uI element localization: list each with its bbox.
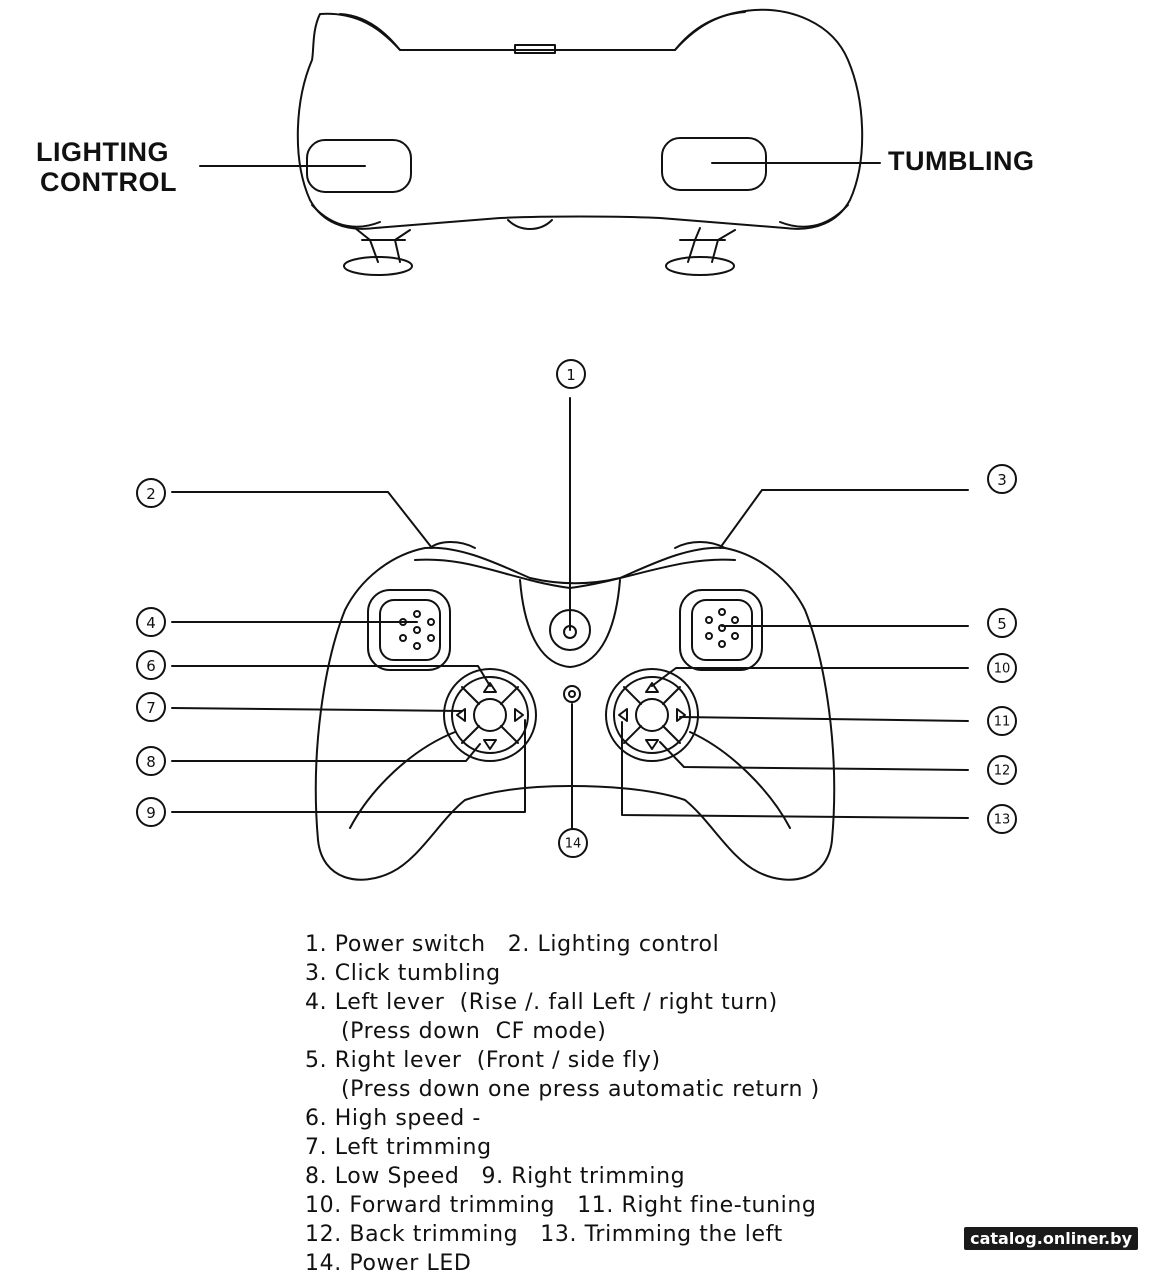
controller-top-view xyxy=(199,8,881,276)
left-fine-tune-arrow-icon xyxy=(618,708,628,722)
controller-diagram: 1 2 3 4 5 6 10 7 11 8 12 9 13 14 xyxy=(136,8,1017,881)
leader-lines xyxy=(171,397,969,829)
callout-7: 7 xyxy=(146,699,156,717)
callout-13: 13 xyxy=(994,813,1011,828)
legend-text: 2. Lighting control xyxy=(507,932,720,957)
callout-markers xyxy=(136,359,1017,858)
legend-text: 12. Back trimming xyxy=(305,1222,519,1247)
legend-item: 14. Power LED xyxy=(305,1249,945,1278)
legend-text: 1. Power switch xyxy=(305,932,486,957)
legend-item: 6. High speed - xyxy=(305,1104,945,1133)
callout-9: 9 xyxy=(146,804,156,822)
callout-1: 1 xyxy=(566,366,576,384)
legend-item: 4. Left lever (Rise /. fall Left / right… xyxy=(305,988,945,1017)
legend-text: (Press down CF mode) xyxy=(341,1019,607,1044)
legend-text: 4. Left lever (Rise /. fall Left / right… xyxy=(305,990,778,1015)
legend-text: (Press down one press automatic return ) xyxy=(341,1077,820,1102)
legend-item: 12. Back trimming 13. Trimming the left xyxy=(305,1220,945,1249)
callout-10: 10 xyxy=(994,662,1011,677)
top-left-stick xyxy=(343,227,413,276)
right-trim-arrow-icon xyxy=(514,708,524,722)
legend-text: 9. Right trimming xyxy=(481,1164,686,1189)
legend-item: 5. Right lever (Front / side fly) xyxy=(305,1046,945,1075)
callout-12: 12 xyxy=(994,764,1011,779)
callout-14: 14 xyxy=(565,837,582,852)
top-charge-port xyxy=(514,44,556,54)
callout-4: 4 xyxy=(146,614,156,632)
lighting-control-label: LIGHTING CONTROL xyxy=(36,137,177,197)
callout-11: 11 xyxy=(994,715,1011,730)
lighting-control-label-line1: LIGHTING xyxy=(36,137,169,167)
callout-6: 6 xyxy=(146,657,156,675)
legend-text: 10. Forward trimming xyxy=(305,1193,556,1218)
watermark: catalog.onliner.by xyxy=(964,1227,1138,1250)
right-lever[interactable] xyxy=(679,589,763,671)
legend-text: 14. Power LED xyxy=(305,1251,472,1276)
top-right-stick xyxy=(665,227,736,276)
left-dpad[interactable] xyxy=(443,668,537,762)
legend-item: 10. Forward trimming 11. Right fine-tunin… xyxy=(305,1191,945,1220)
right-fine-tune-arrow-icon xyxy=(676,708,686,722)
legend-text: 8. Low Speed xyxy=(305,1164,460,1189)
legend-text: 5. Right lever (Front / side fly) xyxy=(305,1048,661,1073)
legend-item: 3. Click tumbling xyxy=(305,959,945,988)
power-led xyxy=(563,685,581,703)
lighting-control-label-line2: CONTROL xyxy=(40,167,177,197)
callout-8: 8 xyxy=(146,753,156,771)
front-view-body xyxy=(314,546,836,881)
top-view-body xyxy=(296,8,864,230)
legend-item: 7. Left trimming xyxy=(305,1133,945,1162)
legend-text: 7. Left trimming xyxy=(305,1135,492,1160)
legend-item: 8. Low Speed 9. Right trimming xyxy=(305,1162,945,1191)
high-speed-arrow-icon xyxy=(483,682,497,693)
legend-item: (Press down CF mode) xyxy=(305,1017,945,1046)
callout-3: 3 xyxy=(997,471,1007,489)
legend-text: 13. Trimming the left xyxy=(540,1222,783,1247)
low-speed-arrow-icon xyxy=(483,739,497,750)
legend-item: (Press down one press automatic return ) xyxy=(305,1075,945,1104)
callout-2: 2 xyxy=(146,485,156,503)
legend-text: 11. Right fine-tuning xyxy=(577,1193,817,1218)
legend-item: 1. Power switch 2. Lighting control xyxy=(305,930,945,959)
left-lever[interactable] xyxy=(367,589,451,671)
left-trim-arrow-icon xyxy=(456,708,466,722)
back-trim-arrow-icon xyxy=(645,739,659,750)
right-dpad[interactable] xyxy=(605,668,699,762)
tumbling-label: TUMBLING xyxy=(888,146,1035,176)
legend-text: 3. Click tumbling xyxy=(305,961,501,986)
forward-trim-arrow-icon xyxy=(645,682,659,693)
callout-5: 5 xyxy=(997,615,1007,633)
legend-text: 6. High speed - xyxy=(305,1106,481,1131)
